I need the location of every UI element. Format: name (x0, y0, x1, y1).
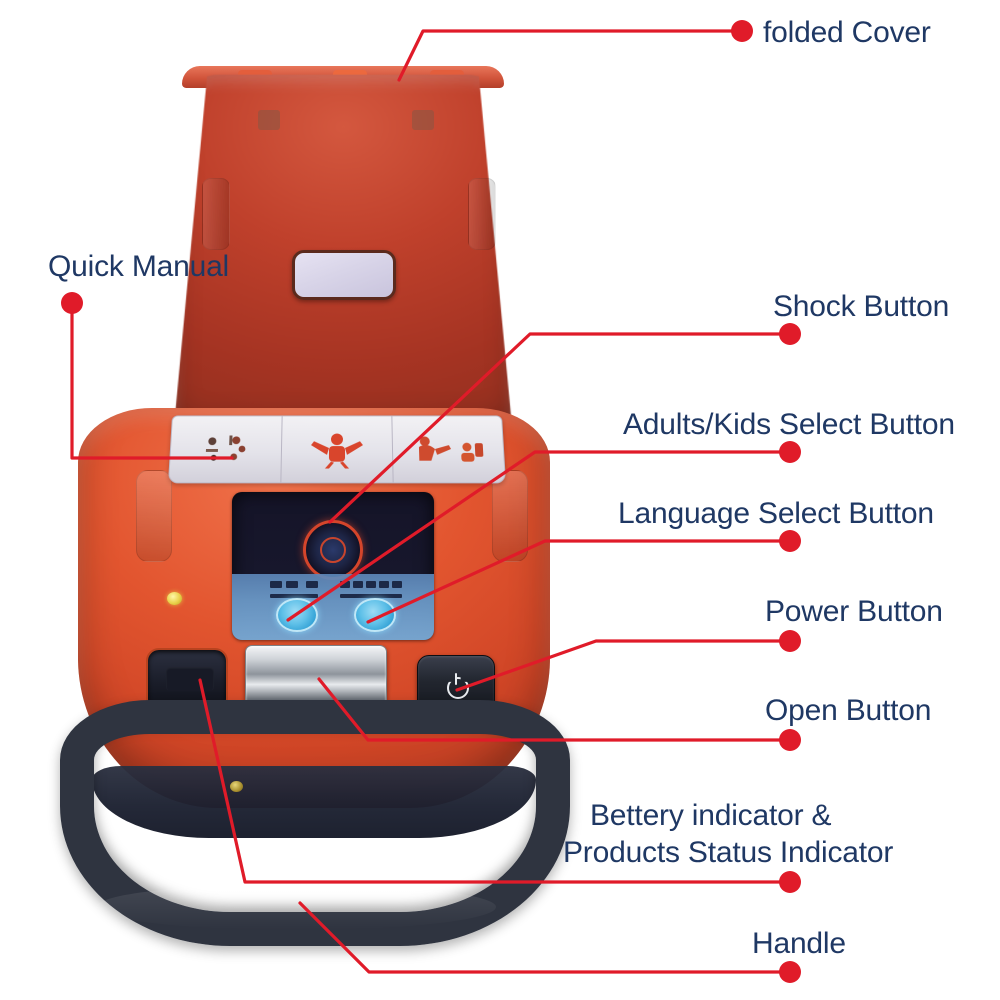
manual-figure-2-icon (310, 433, 364, 469)
screen-segment (270, 581, 282, 588)
leader-dot-adults-kids (779, 441, 801, 463)
manual-figure-3-icon (418, 436, 484, 462)
leader-shock-button (328, 332, 791, 524)
manual-step-3 (392, 416, 505, 482)
leader-language (366, 539, 791, 624)
screen-segment (392, 581, 402, 588)
cover-rib-right (468, 178, 496, 250)
leader-dot-battery-indicator (779, 871, 801, 893)
screen-segment (379, 581, 389, 588)
leader-dot-handle (779, 961, 801, 983)
leader-handle (298, 901, 791, 974)
leader-open-button (317, 677, 791, 742)
callout-open-button: Open Button (765, 694, 932, 727)
screen-segment (286, 581, 298, 588)
heart-logo-icon (303, 520, 363, 580)
leader-folded-cover (397, 29, 742, 82)
leader-dot-open-button (779, 729, 801, 751)
callout-language-select-button: Language Select Button (618, 497, 934, 530)
leader-dot-language (779, 530, 801, 552)
callout-battery-indicator-line1: Bettery indicator & (590, 799, 832, 832)
screen-segment (270, 594, 318, 598)
screw-icon (230, 781, 243, 792)
manual-figure-1-icon (205, 435, 246, 461)
leader-dot-power-button (779, 630, 801, 652)
leader-adults-kids (286, 450, 791, 622)
power-icon (445, 673, 467, 695)
leader-dot-shock-button (779, 323, 801, 345)
cover-window (292, 250, 396, 300)
callout-adults-kids-select-button: Adults/Kids Select Button (623, 408, 955, 441)
leader-quick-manual (70, 303, 234, 460)
screen-segment (366, 581, 376, 588)
callout-power-button: Power Button (765, 595, 943, 628)
status-led-icon (167, 592, 182, 605)
screen-segment (306, 581, 318, 588)
device-screen (232, 492, 434, 640)
callout-quick-manual: Quick Manual (48, 250, 230, 283)
cover-rib-left (202, 178, 230, 250)
cover-latch-right (412, 110, 434, 130)
screen-segment (353, 581, 363, 588)
leader-power-button (455, 639, 791, 692)
leader-battery-indicator (198, 678, 791, 884)
quick-manual-strip (167, 415, 507, 484)
body-wing-right (492, 470, 528, 562)
callout-shock-button: Shock Button (773, 290, 950, 323)
manual-step-2 (281, 416, 394, 483)
screen-segment (340, 581, 350, 588)
leader-dot-folded-cover (731, 20, 753, 42)
leader-dot-quick-manual (61, 292, 83, 314)
callout-folded-cover: folded Cover (763, 16, 931, 49)
manual-step-1 (169, 416, 283, 483)
body-wing-left (136, 470, 172, 562)
callout-battery-indicator-line2: Products Status Indicator (563, 836, 894, 869)
screen-segment (340, 594, 402, 598)
language-select-button[interactable] (354, 598, 396, 632)
callout-handle: Handle (752, 927, 846, 960)
cover-latch-left (258, 110, 280, 130)
